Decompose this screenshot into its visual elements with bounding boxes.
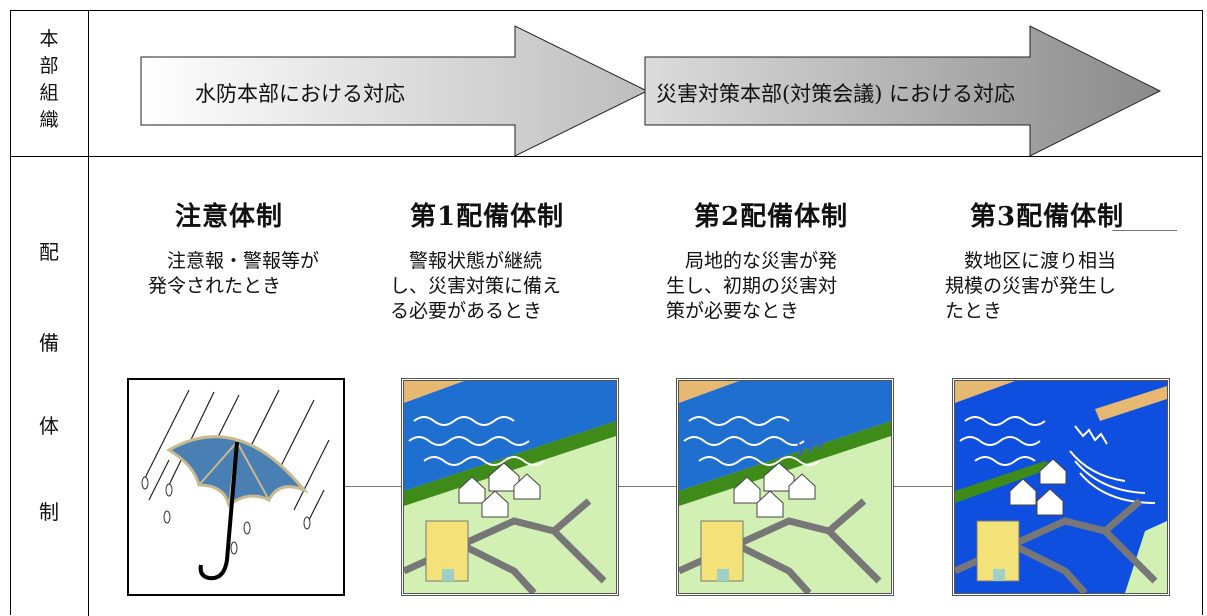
desc-line: 数地区に渡り相当 [964, 250, 1117, 272]
flooded-town-icon [952, 378, 1170, 596]
desc-line: 注意報・警報等が [167, 250, 320, 272]
stage-description: 注意報・警報等が 発令されたとき [148, 249, 398, 299]
phase-arrow-2 [644, 25, 1162, 157]
stage-title: 第2配備体制 [694, 202, 849, 232]
side-label-readiness: 配 備 体 制 [10, 156, 88, 616]
side-char: 配 [39, 240, 59, 264]
side-char: 体 [39, 414, 59, 438]
desc-line: し、災害対策に備え [390, 275, 562, 297]
diagram-frame [10, 10, 1203, 615]
desc-line: る必要があるとき [390, 300, 543, 322]
arrow-label-flood-hq: 水防本部における対応 [195, 82, 405, 106]
umbrella-rain-icon [127, 378, 345, 596]
stage-0: 注意体制 注意報・警報等が 発令されたとき [148, 196, 398, 299]
desc-line: 発令されたとき [148, 275, 282, 297]
side-char: 備 [39, 331, 59, 355]
connector-line [616, 486, 676, 487]
stage-1: 第1配備体制 警報状態が継続 し、災害対策に備え る必要があるとき [390, 196, 640, 324]
side-char: 本 [39, 28, 59, 50]
desc-line: 規模の災害が発生し [945, 275, 1117, 297]
side-char: 組 [39, 82, 59, 104]
river-breach-icon [676, 378, 894, 596]
side-char: 織 [39, 109, 59, 131]
stage-description: 数地区に渡り相当 規模の災害が発生し たとき [945, 249, 1195, 324]
title-underline [1112, 230, 1177, 231]
desc-line: 警報状態が継続 [409, 250, 543, 272]
row-divider [10, 156, 1203, 157]
side-char: 部 [39, 55, 59, 77]
stage-title: 注意体制 [175, 202, 284, 232]
desc-line: たとき [945, 300, 1003, 322]
column-divider [88, 10, 89, 616]
side-char: 制 [39, 500, 59, 524]
connector-line [892, 486, 952, 487]
side-label-organization: 本 部 組 織 [10, 26, 88, 134]
desc-line: 策が必要なとき [666, 300, 800, 322]
stage-description: 局地的な災害が発 生し、初期の災害対 策が必要なとき [666, 249, 916, 324]
desc-line: 生し、初期の災害対 [666, 275, 838, 297]
river-town-icon [401, 378, 619, 596]
phase-arrow-1 [140, 25, 649, 157]
stage-title: 第3配備体制 [970, 202, 1125, 232]
desc-line: 局地的な災害が発 [685, 250, 838, 272]
phase-arrows [140, 25, 1162, 157]
stage-2: 第2配備体制 局地的な災害が発 生し、初期の災害対 策が必要なとき [666, 196, 916, 324]
stage-3: 第3配備体制 数地区に渡り相当 規模の災害が発生し たとき [945, 196, 1195, 324]
stage-description: 警報状態が継続 し、災害対策に備え る必要があるとき [390, 249, 640, 324]
stage-title: 第1配備体制 [410, 202, 565, 232]
connector-line [343, 486, 401, 487]
arrow-label-disaster-hq: 災害対策本部(対策会議) における対応 [656, 82, 1016, 106]
